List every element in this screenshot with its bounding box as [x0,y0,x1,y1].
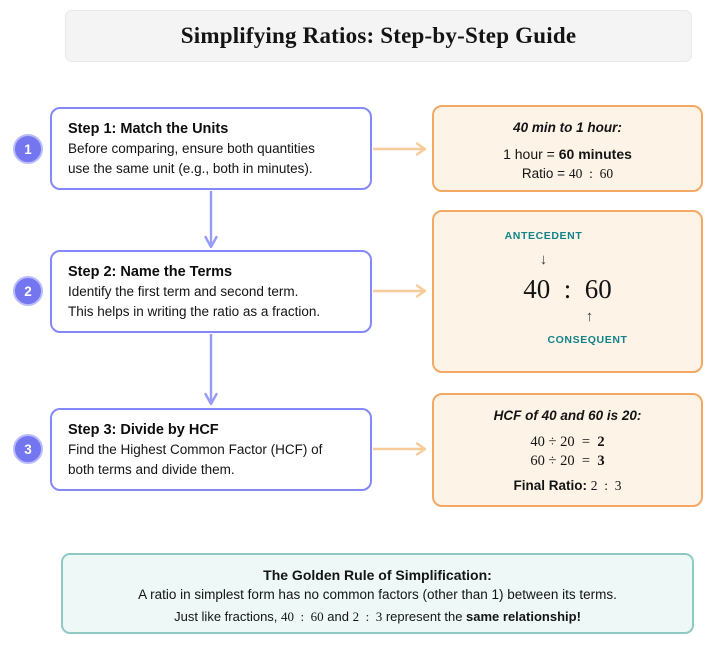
step-3-body-line-1: Find the Highest Common Factor (HCF) of [68,442,323,457]
step-2-body-line-2: This helps in writing the ratio as a fra… [68,303,321,319]
golden-rule-heading: The Golden Rule of Simplification: [263,567,492,583]
units-example-heading: 40 min to 1 hour: [513,120,622,135]
title-banner: Simplifying Ratios: Step-by-Step Guide [65,10,692,62]
step-3-body-line-2: both terms and divide them. [68,461,235,477]
step-3-heading: Step 3: Divide by HCF [68,422,219,438]
step-number: 2 [24,283,32,299]
step-1-number-badge: 1 [13,134,43,164]
conversion-bold: 60 minutes [558,146,632,162]
step-1-body-line-2: use the same unit (e.g., both in minutes… [68,160,313,176]
step-number: 3 [24,441,32,457]
division-2-result: 3 [597,453,605,469]
antecedent-pointer-down-icon: ↓ [539,251,548,268]
rule-text-2: and [323,608,353,624]
step-1-body-line-1: Before comparing, ensure both quantities [68,141,315,156]
consequent-pointer-up-icon: ↑ [585,308,594,325]
example-box-units: 40 min to 1 hour: 1 hour = 60 minutes Ra… [432,105,703,192]
golden-rule-line-3: Just like fractions, 40 : 60 and 2 : 3 r… [63,606,692,627]
page-title: Simplifying Ratios: Step-by-Step Guide [180,23,577,48]
step-2-box: Step 2: Name the Terms Identify the firs… [50,250,372,333]
ratio-math: 40 : 60 [568,166,614,181]
hcf-heading: HCF of 40 and 60 is 20: [434,407,701,425]
right-arrow-step3-example-icon [373,442,427,456]
division-line-1: 40 ÷ 20 = 2 [434,433,701,452]
golden-rule-box: The Golden Rule of Simplification: A rat… [61,553,694,634]
down-arrow-step2-step3-icon [204,334,218,406]
step-2-body-line-1: Identify the first term and second term. [68,284,299,299]
division-line-2: 60 ÷ 20 = 3 [434,452,701,471]
step-2-number-badge: 2 [13,276,43,306]
rule-math-1: 40 : 60 [281,608,324,624]
example-box-hcf: HCF of 40 and 60 is 20: 40 ÷ 20 = 2 60 ÷… [432,393,703,507]
units-conversion-line: 1 hour = 60 minutes [434,144,701,165]
right-arrow-step2-example-icon [373,284,427,298]
units-ratio-line: Ratio = 40 : 60 [434,165,701,183]
hcf-heading-colon: : [636,408,642,423]
final-ratio-label: Final Ratio: [513,478,591,493]
golden-rule-line-2: A ratio in simplest form has no common f… [138,587,617,602]
rule-bold-text: same relationship! [466,608,581,624]
consequent-label: CONSEQUENT [547,334,628,346]
final-ratio-math: 2 : 3 [590,478,622,493]
ratio-prefix: Ratio = [521,166,569,181]
hcf-heading-value: 20 [621,408,637,423]
final-ratio-line: Final Ratio: 2 : 3 [434,477,701,495]
step-2-heading: Step 2: Name the Terms [68,264,233,280]
division-2-expression: 60 ÷ 20 = [530,453,598,469]
example-box-terms: ANTECEDENT ↓ 40 : 60 ↑ CONSEQUENT [432,210,703,373]
down-arrow-step1-step2-icon [204,191,218,249]
conversion-prefix: 1 hour = [503,146,559,162]
step-1-box: Step 1: Match the Units Before comparing… [50,107,372,190]
hcf-heading-text: HCF of 40 and 60 is [493,408,622,423]
rule-text-1: Just like fractions, [174,608,282,624]
right-arrow-step1-example-icon [373,142,427,156]
step-3-number-badge: 3 [13,434,43,464]
rule-text-3: represent the [382,608,467,624]
step-3-box: Step 3: Divide by HCF Find the Highest C… [50,408,372,491]
division-1-expression: 40 ÷ 20 = [530,434,598,450]
division-1-result: 2 [597,434,605,450]
step-number: 1 [24,141,32,157]
terms-ratio: 40 : 60 [523,274,612,304]
antecedent-label: ANTECEDENT [504,230,583,242]
rule-math-2: 2 : 3 [352,608,383,624]
step-1-heading: Step 1: Match the Units [68,121,229,137]
